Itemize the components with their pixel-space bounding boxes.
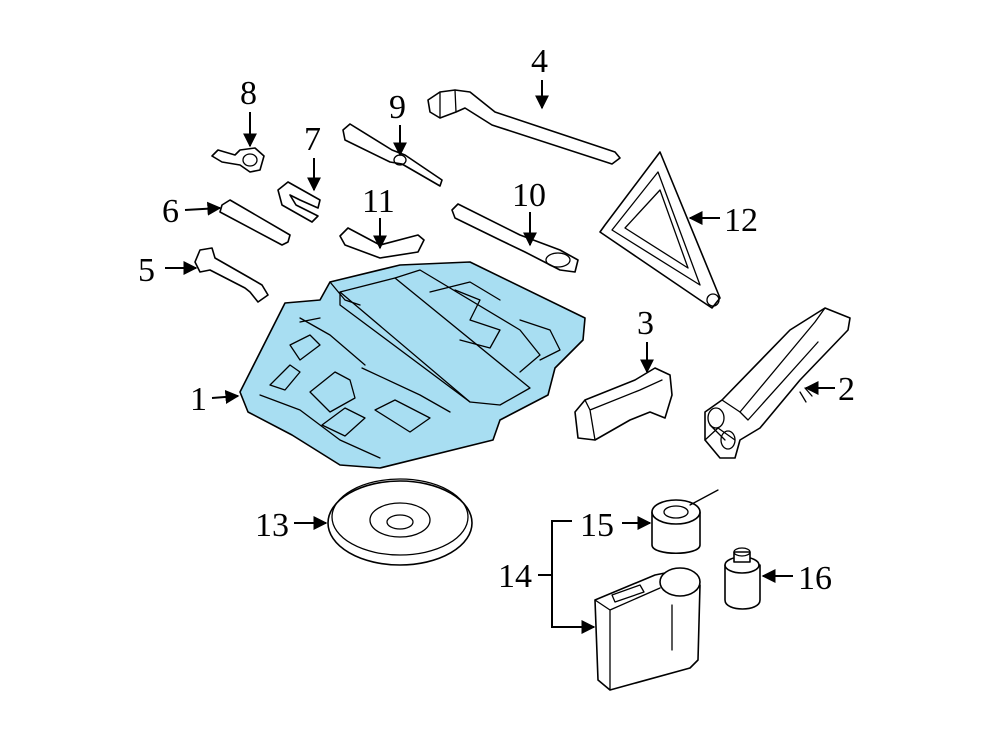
open-end-wrench xyxy=(194,247,269,303)
tire-compressor xyxy=(594,567,701,691)
tray-body xyxy=(239,261,586,469)
callout-9: 9 xyxy=(389,89,406,126)
callout-1: 1 xyxy=(190,381,207,418)
callout-11: 11 xyxy=(362,183,395,220)
callout-14: 14 xyxy=(498,558,532,595)
callout-labels: 1 2 3 4 5 6 7 8 9 10 11 12 13 14 15 16 xyxy=(138,43,855,597)
callout-8: 8 xyxy=(240,75,257,112)
hook xyxy=(211,147,265,173)
screwdriver xyxy=(342,123,443,187)
callout-4: 4 xyxy=(531,43,548,80)
spare-wheel-cover xyxy=(327,478,473,566)
callout-7: 7 xyxy=(304,121,321,158)
sealant-canister xyxy=(651,489,719,554)
callout-3: 3 xyxy=(637,305,654,342)
callout-13: 13 xyxy=(255,507,289,544)
callout-15: 15 xyxy=(580,507,614,544)
bent-bar xyxy=(339,227,425,259)
car-jack xyxy=(704,307,851,459)
ratchet-handle xyxy=(451,203,579,273)
tow-pin xyxy=(219,199,291,246)
warning-triangle xyxy=(599,151,721,309)
callout-10: 10 xyxy=(512,177,546,214)
wheel-chock xyxy=(574,367,673,441)
retaining-clip xyxy=(277,181,321,223)
lug-wrench xyxy=(427,89,621,165)
leader-lines xyxy=(165,80,835,634)
callout-16: 16 xyxy=(798,560,832,597)
callout-2: 2 xyxy=(838,371,855,408)
sealant-bottle xyxy=(724,547,761,610)
callout-6: 6 xyxy=(162,193,179,230)
callout-12: 12 xyxy=(724,202,758,239)
tool-tray-insert xyxy=(239,261,586,469)
callout-5: 5 xyxy=(138,252,155,289)
